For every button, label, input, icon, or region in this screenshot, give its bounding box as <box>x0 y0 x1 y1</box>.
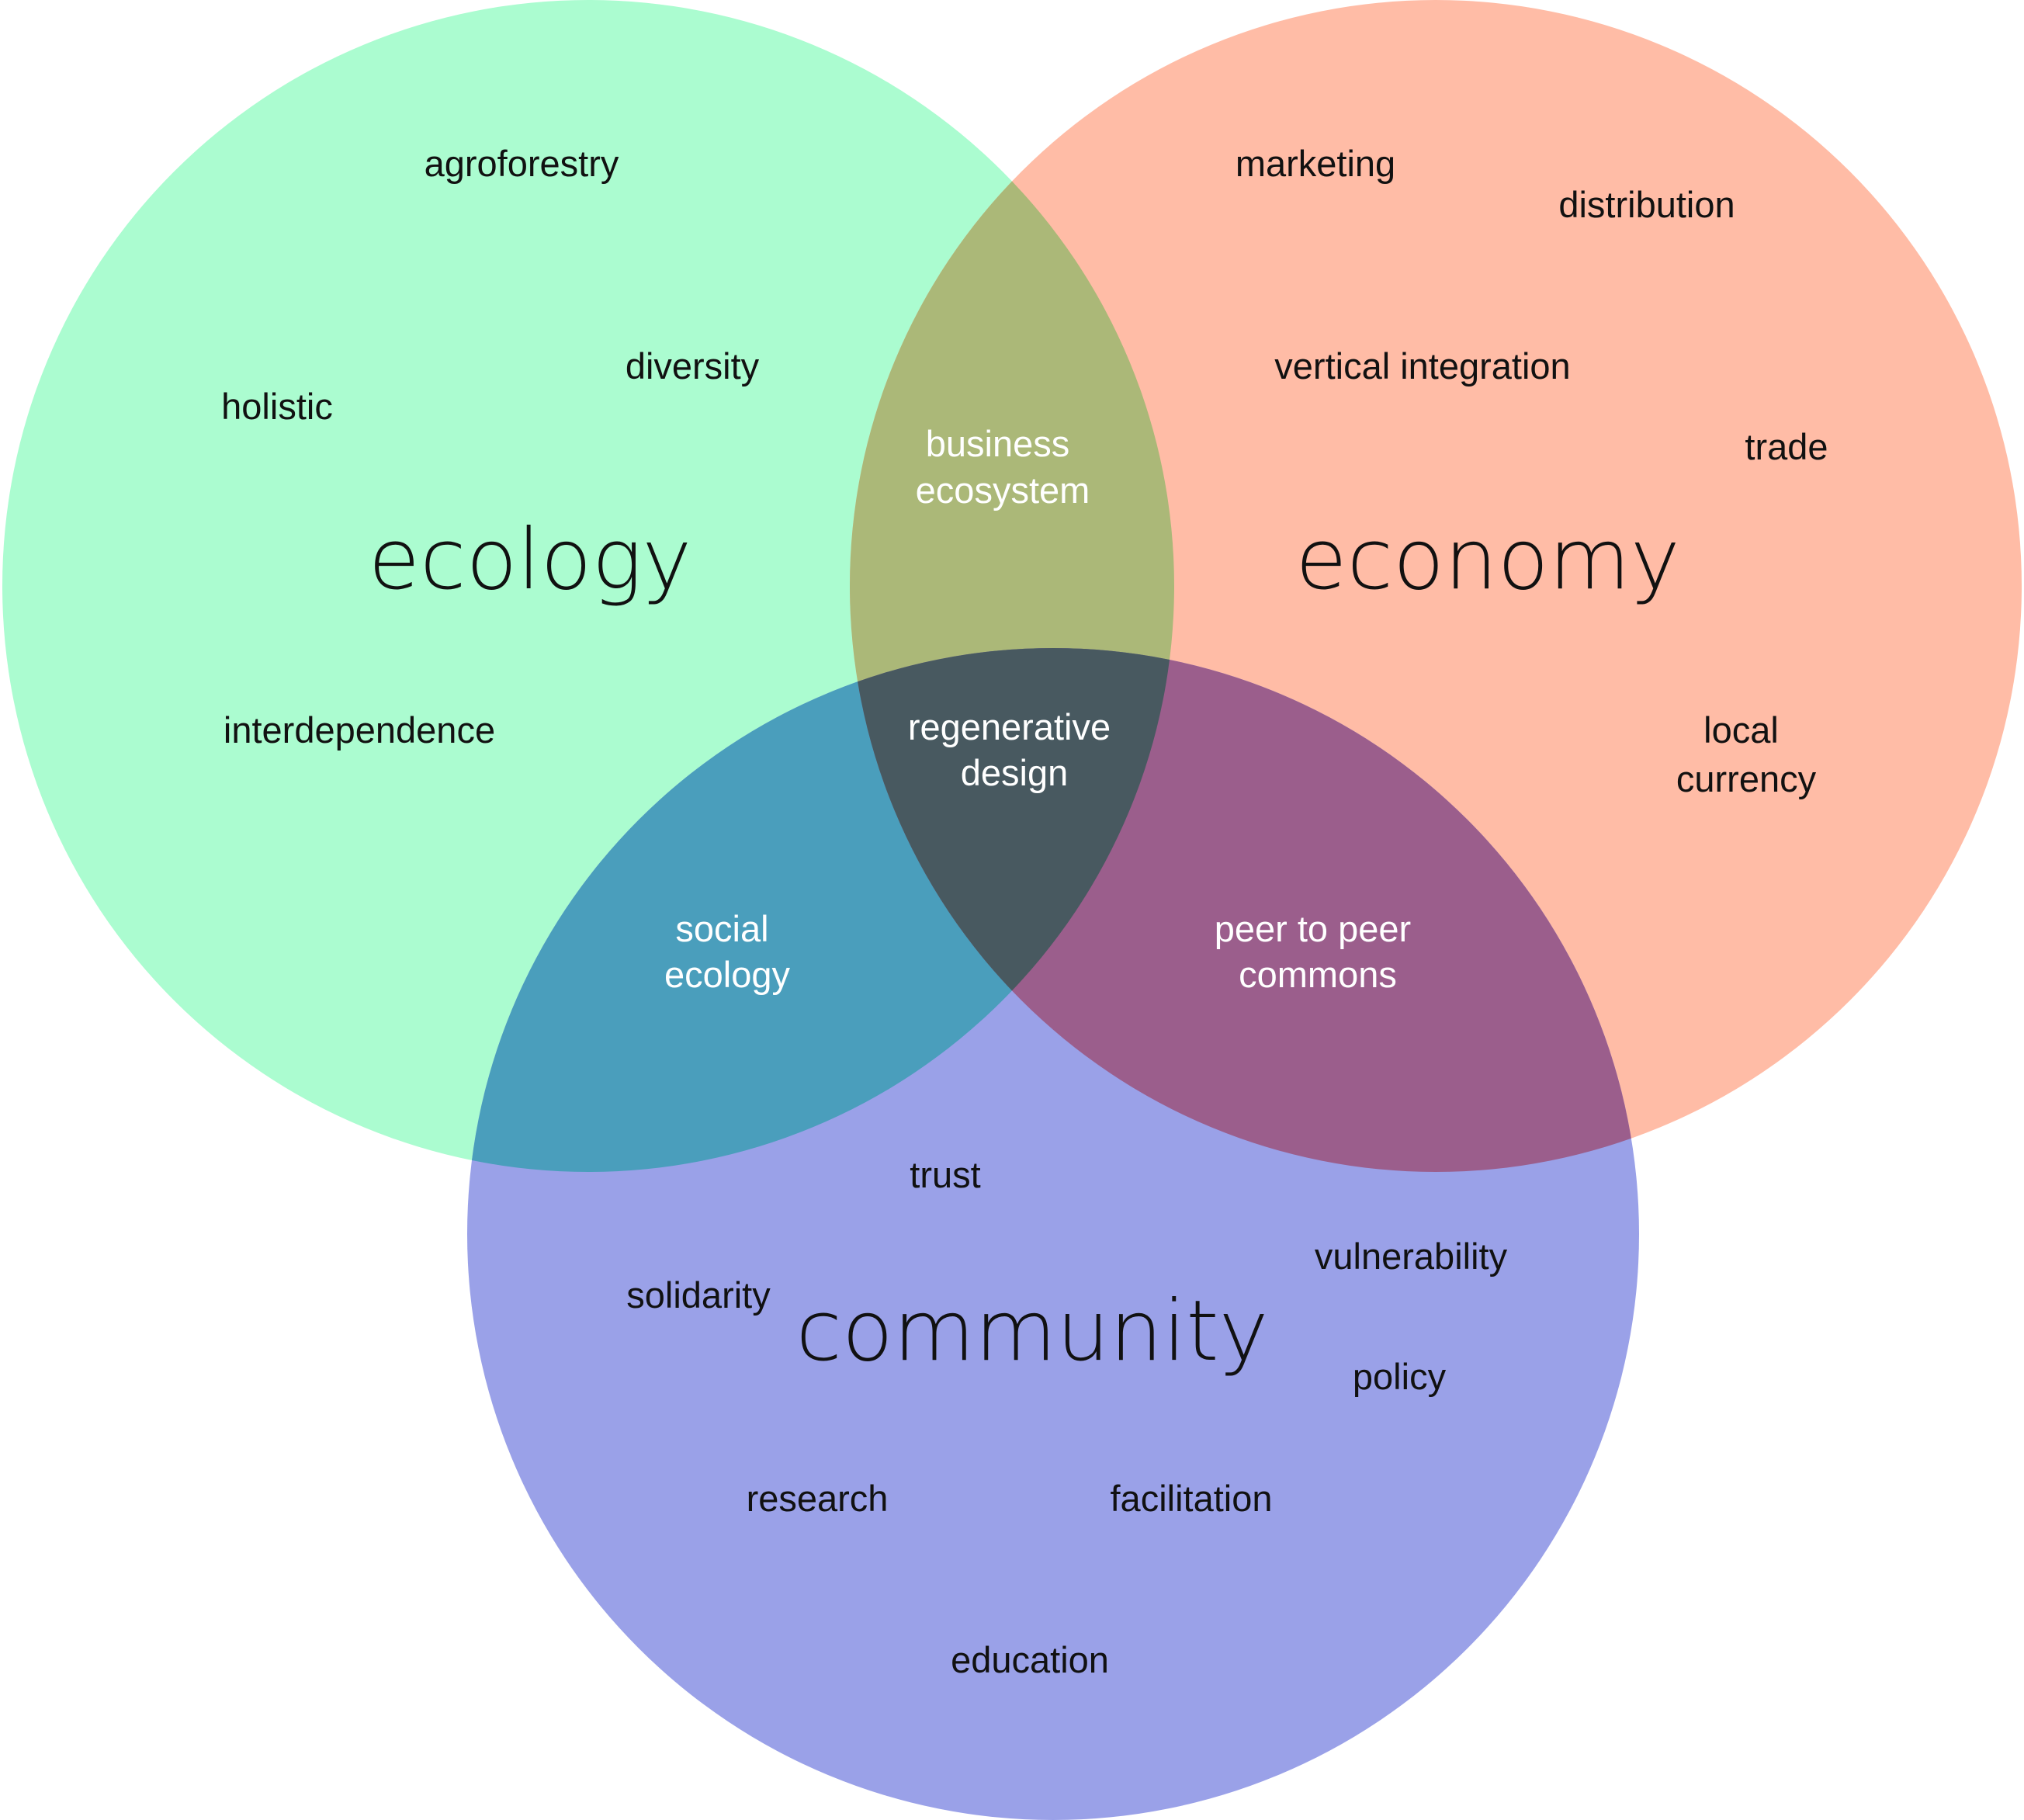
term-local-currency-line-1: local <box>1703 709 1779 751</box>
term-vertical-integration: vertical integration <box>1274 345 1570 387</box>
overlap-business-ecosystem-line-1: business <box>926 423 1070 464</box>
overlap-business-ecosystem-line-2: ecosystem <box>916 470 1090 511</box>
overlap-social-ecology-line-1: social <box>675 908 768 949</box>
overlap-regenerative-design: regenerative design <box>908 706 1121 793</box>
overlap-business-ecosystem: business ecosystem <box>916 423 1090 511</box>
term-policy: policy <box>1353 1356 1447 1397</box>
term-local-currency-line-2: currency <box>1676 758 1817 799</box>
term-education: education <box>951 1639 1109 1680</box>
term-facilitation: facilitation <box>1111 1478 1273 1519</box>
term-diversity: diversity <box>626 345 760 387</box>
term-local-currency: local currency <box>1676 709 1817 799</box>
term-agroforestry: agroforestry <box>425 143 619 184</box>
term-holistic: holistic <box>221 386 333 427</box>
term-marketing: marketing <box>1236 143 1395 184</box>
term-trust: trust <box>910 1154 980 1195</box>
term-vulnerability: vulnerability <box>1315 1236 1508 1277</box>
term-research: research <box>747 1478 889 1519</box>
term-distribution: distribution <box>1558 184 1735 225</box>
overlap-peer-to-peer-commons: peer to peer commons <box>1215 908 1422 995</box>
ecology-community-overlap <box>467 648 1174 1172</box>
economy-title: economy <box>1295 511 1680 608</box>
term-interdependence: interdependence <box>224 709 495 751</box>
economy-community-overlap <box>850 648 1639 1172</box>
overlap-regenerative-design-line-2: design <box>961 752 1069 793</box>
community-title: community <box>795 1283 1268 1380</box>
overlap-peer-to-peer-commons-line-2: commons <box>1239 954 1397 995</box>
overlap-social-ecology-line-2: ecology <box>664 954 790 995</box>
overlap-social-ecology: social ecology <box>664 908 790 995</box>
term-trade: trade <box>1745 426 1828 467</box>
term-solidarity: solidarity <box>626 1274 771 1316</box>
overlap-regenerative-design-line-1: regenerative <box>908 706 1111 747</box>
overlap-peer-to-peer-commons-line-1: peer to peer <box>1215 908 1411 949</box>
ecology-title: ecology <box>369 511 692 608</box>
